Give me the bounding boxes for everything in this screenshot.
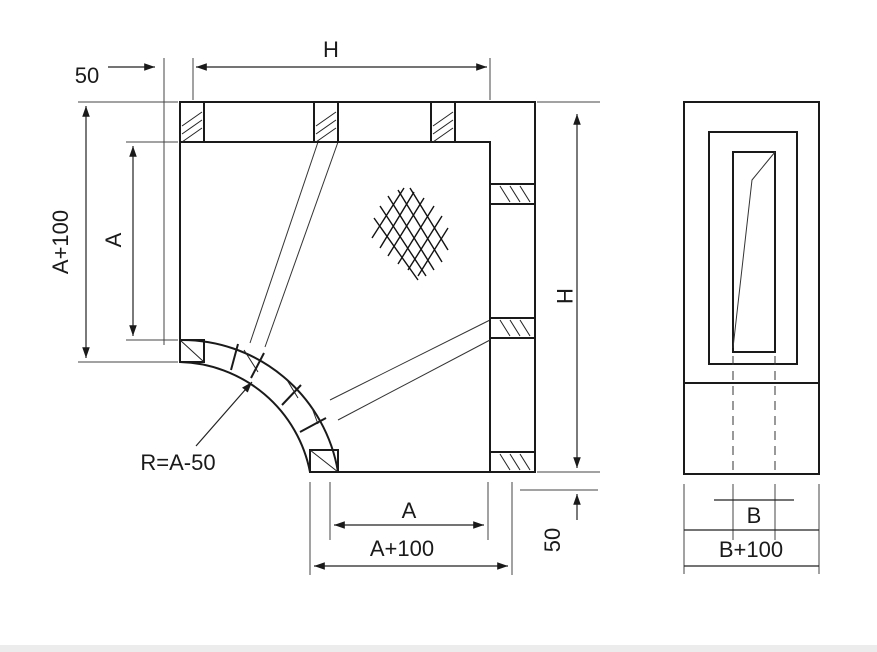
elbow-side-view bbox=[683, 101, 820, 475]
right-flange-blocks bbox=[489, 183, 536, 473]
inner-curve-rim bbox=[179, 361, 311, 473]
label-bottom-a100: A+100 bbox=[370, 536, 434, 561]
side-flange bbox=[708, 131, 798, 365]
elbow-inner-outline bbox=[180, 141, 491, 472]
label-bottom-a: A bbox=[402, 498, 417, 523]
label-side-b: B bbox=[747, 503, 762, 528]
dimensions-side bbox=[683, 484, 820, 574]
side-vane-line bbox=[732, 151, 776, 349]
side-inner-opening bbox=[732, 151, 776, 353]
label-bottom-50: 50 bbox=[540, 528, 565, 552]
label-top-h: H bbox=[323, 37, 339, 62]
label-left-a: A bbox=[101, 232, 126, 247]
curve-segments bbox=[230, 343, 327, 433]
label-top-50: 50 bbox=[75, 63, 99, 88]
label-right-h: H bbox=[552, 288, 577, 304]
elbow-outer-outline bbox=[179, 101, 536, 473]
label-side-b100: B+100 bbox=[719, 537, 783, 562]
top-flange-blocks bbox=[179, 101, 456, 143]
corner-block-left bbox=[179, 339, 339, 473]
guide-vanes bbox=[249, 141, 491, 421]
label-radius: R=A-50 bbox=[140, 450, 215, 475]
mesh-patch bbox=[371, 187, 449, 281]
side-outer-frame bbox=[683, 101, 820, 475]
label-left-a100: A+100 bbox=[48, 210, 73, 274]
footer-band bbox=[0, 645, 877, 652]
elbow-front-view bbox=[179, 101, 536, 473]
dimensions-main bbox=[78, 58, 600, 575]
